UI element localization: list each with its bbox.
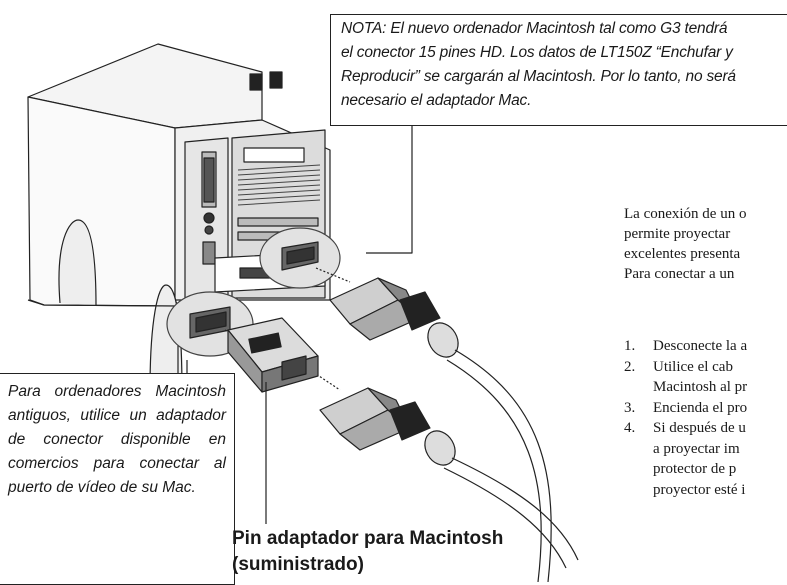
step-line: protector de p [653,461,737,477]
step-line: Si después de u [653,420,746,436]
pin-caption-line1: Pin adaptador para Macintosh [232,528,504,549]
video-port-upper [259,227,341,289]
step-line: Utilice el cab [653,358,733,375]
old-mac-note: Para ordenadores Macintosh antiguos, uti… [8,383,226,496]
body-line: Para conectar a un [624,266,735,282]
note-callout-box [330,14,787,126]
computer-tower [27,43,331,393]
step-line: proyector esté i [653,481,746,498]
body-paragraph: La conexión de un o permite proyectar ex… [624,204,787,284]
mac-adapter [227,317,319,393]
step-line: a proyectar im [653,440,740,457]
step-line: Encienda el pro [653,399,748,416]
steps-list: 1. Desconecte la a 2. Utilice el cab Mac… [624,336,787,500]
note-line: el conector 15 pines HD. Los datos de LT… [341,44,733,61]
step-item: 1. Desconecte la a [624,336,787,357]
old-mac-callout-box [0,373,235,585]
note-line: Reproducir” se cargarán al Macintosh. Po… [341,68,736,85]
step-item: 2. Utilice el cab Macintosh al pr [624,357,787,398]
step-number: 3. [624,399,636,416]
pin-adapter-caption: Pin adaptador para Macintosh (suministra… [232,526,592,578]
vga-connector-lower [319,387,579,569]
step-line: Macintosh al pr [653,379,748,395]
step-number: 1. [624,338,636,354]
body-line: excelentes presenta [624,246,741,262]
note-text: NOTA: El nuevo ordenador Macintosh tal c… [341,17,787,113]
step-item: 3. Encienda el pro [624,398,787,419]
step-number: 2. [624,358,636,375]
step-number: 4. [624,420,636,436]
step-line: Desconecte la a [653,338,748,354]
pin-caption-line2: (suministrado) [232,554,364,575]
note-line: necesario el adaptador Mac. [341,92,532,109]
vga-connector-upper [329,277,552,582]
body-line: permite proyectar [624,226,731,242]
step-item: 4. Si después de u a proyectar im protec… [624,418,787,500]
note-line: NOTA: El nuevo ordenador Macintosh tal c… [341,20,728,37]
body-line: La conexión de un o [624,206,747,222]
